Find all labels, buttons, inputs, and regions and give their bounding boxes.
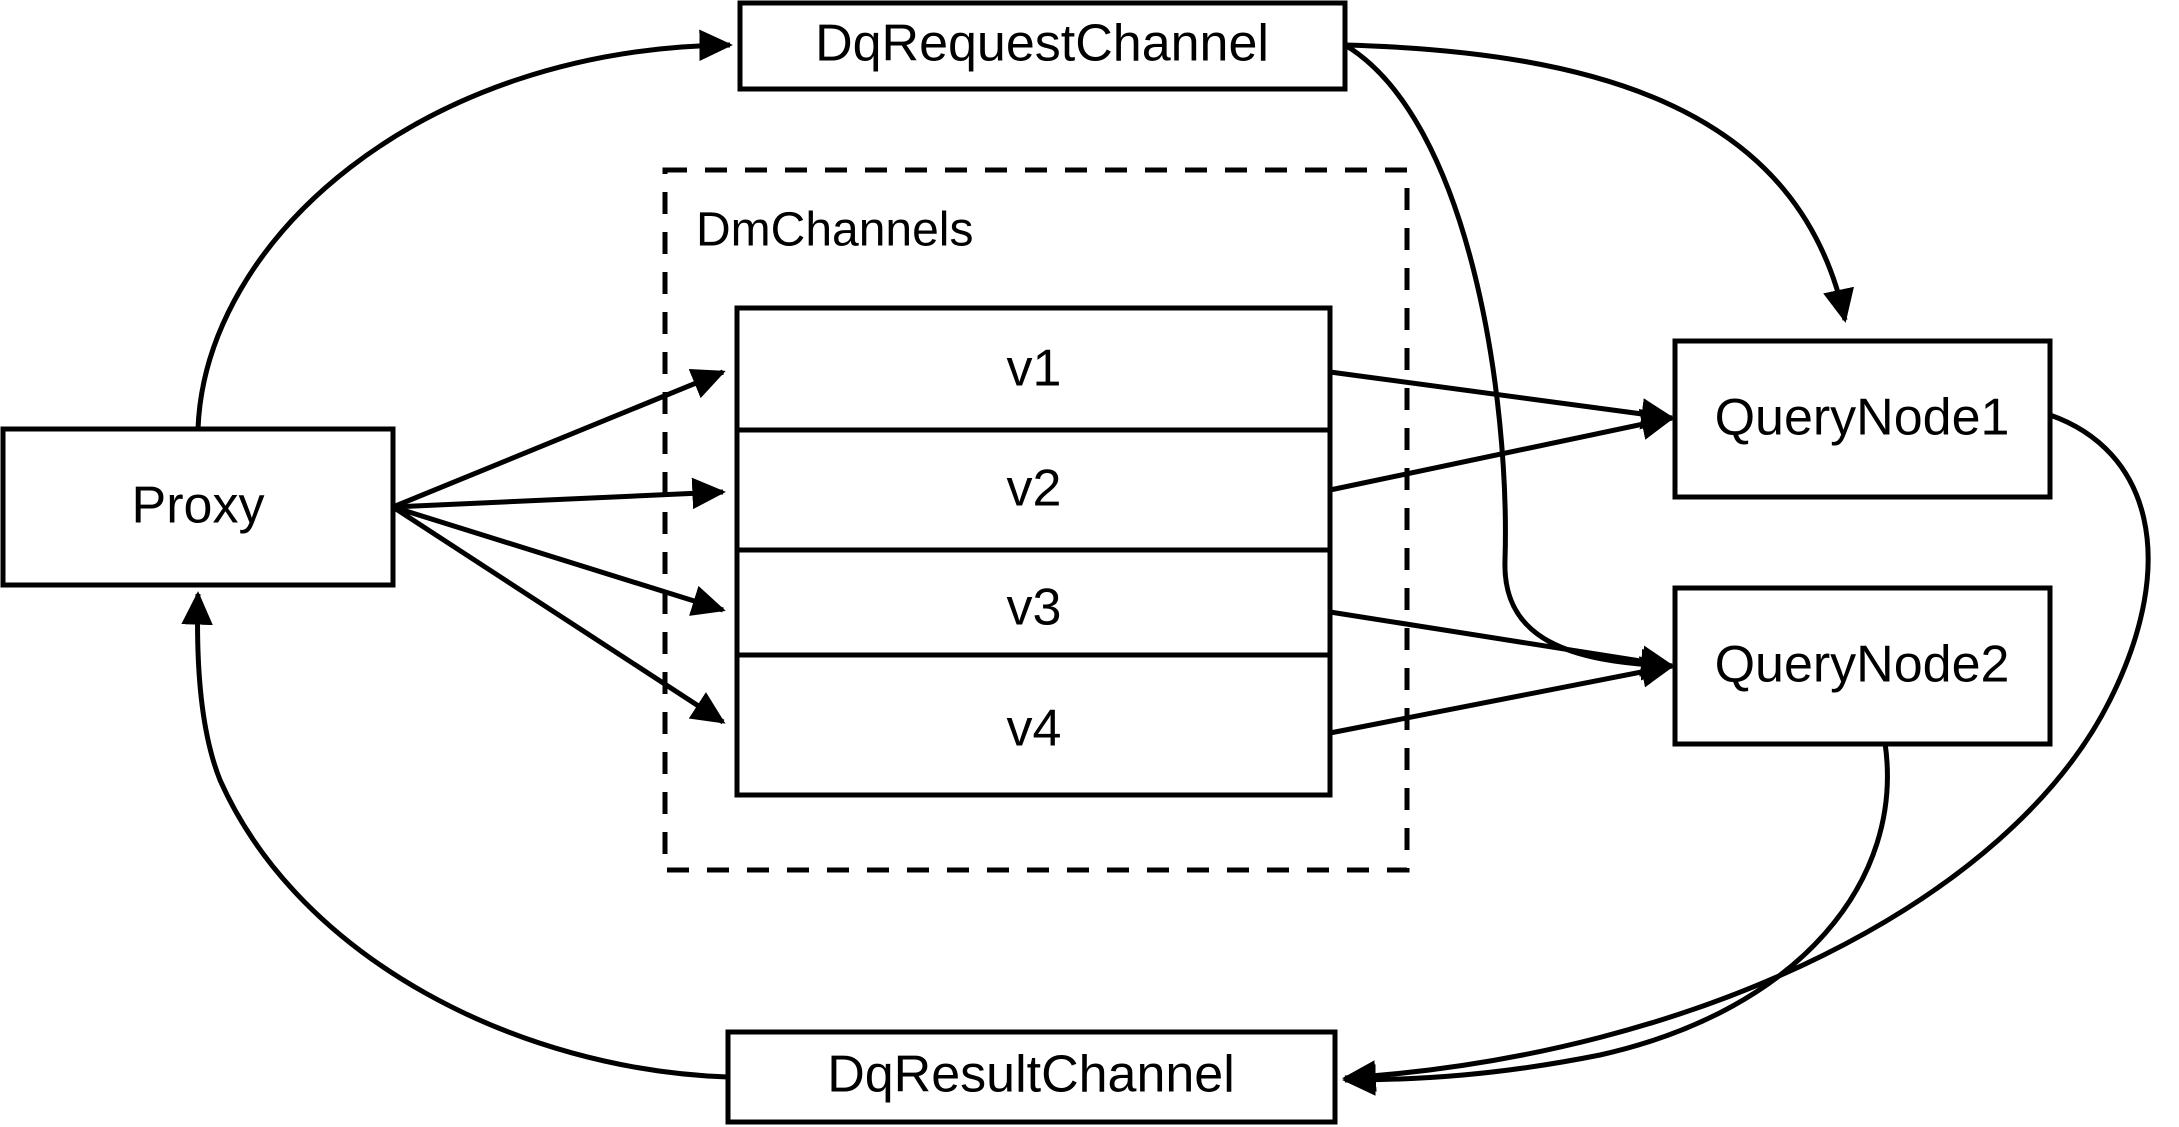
edge-dqresultchannel-to-proxy <box>181 591 729 1080</box>
dmchannels-row-v2-label: v2 <box>1007 460 1062 518</box>
dmchannels-group-box <box>662 167 1410 873</box>
edge-querynode1-to-dqresultchannel <box>1342 412 2151 1092</box>
edge-proxy-to-v4 <box>391 504 726 725</box>
node-dqrequestchannel[interactable] <box>737 0 1348 92</box>
dmchannels-row-v1-label: v1 <box>1007 340 1062 398</box>
edge-querynode2-to-dqresultchannel <box>1342 742 1890 1096</box>
node-dqresultchannel-label: DqResultChannel <box>827 1046 1235 1104</box>
edge-v4-to-querynode2 <box>1329 656 1675 736</box>
node-dqrequestchannel-label: DqRequestChannel <box>815 15 1269 73</box>
dmchannels-row-v3-label: v3 <box>1007 579 1062 637</box>
dmchannels-group-label: DmChannels <box>696 204 973 257</box>
node-querynode1-label: QueryNode1 <box>1715 389 2010 447</box>
node-proxy[interactable] <box>0 426 396 588</box>
edge-proxy-to-v1 <box>392 369 726 510</box>
node-querynode1[interactable] <box>1672 338 2053 500</box>
edge-v3-to-querynode2 <box>1329 609 1675 677</box>
edge-proxy-to-v2 <box>392 477 726 510</box>
edge-v2-to-querynode1 <box>1329 408 1675 493</box>
node-proxy-label: Proxy <box>132 477 265 535</box>
edge-dqrequestchannel-to-querynode2 <box>1343 42 1675 681</box>
node-querynode2[interactable] <box>1672 585 2053 747</box>
edge-dqrequestchannel-to-querynode1 <box>1344 42 1854 323</box>
edge-proxy-to-dqrequestchannel <box>195 29 733 430</box>
dmchannels-row-v4-label: v4 <box>1007 700 1062 758</box>
edge-proxy-to-v3 <box>392 504 726 616</box>
node-querynode2-label: QueryNode2 <box>1715 636 2010 694</box>
edge-v1-to-querynode1 <box>1329 369 1675 430</box>
node-dqresultchannel[interactable] <box>725 1029 1338 1125</box>
